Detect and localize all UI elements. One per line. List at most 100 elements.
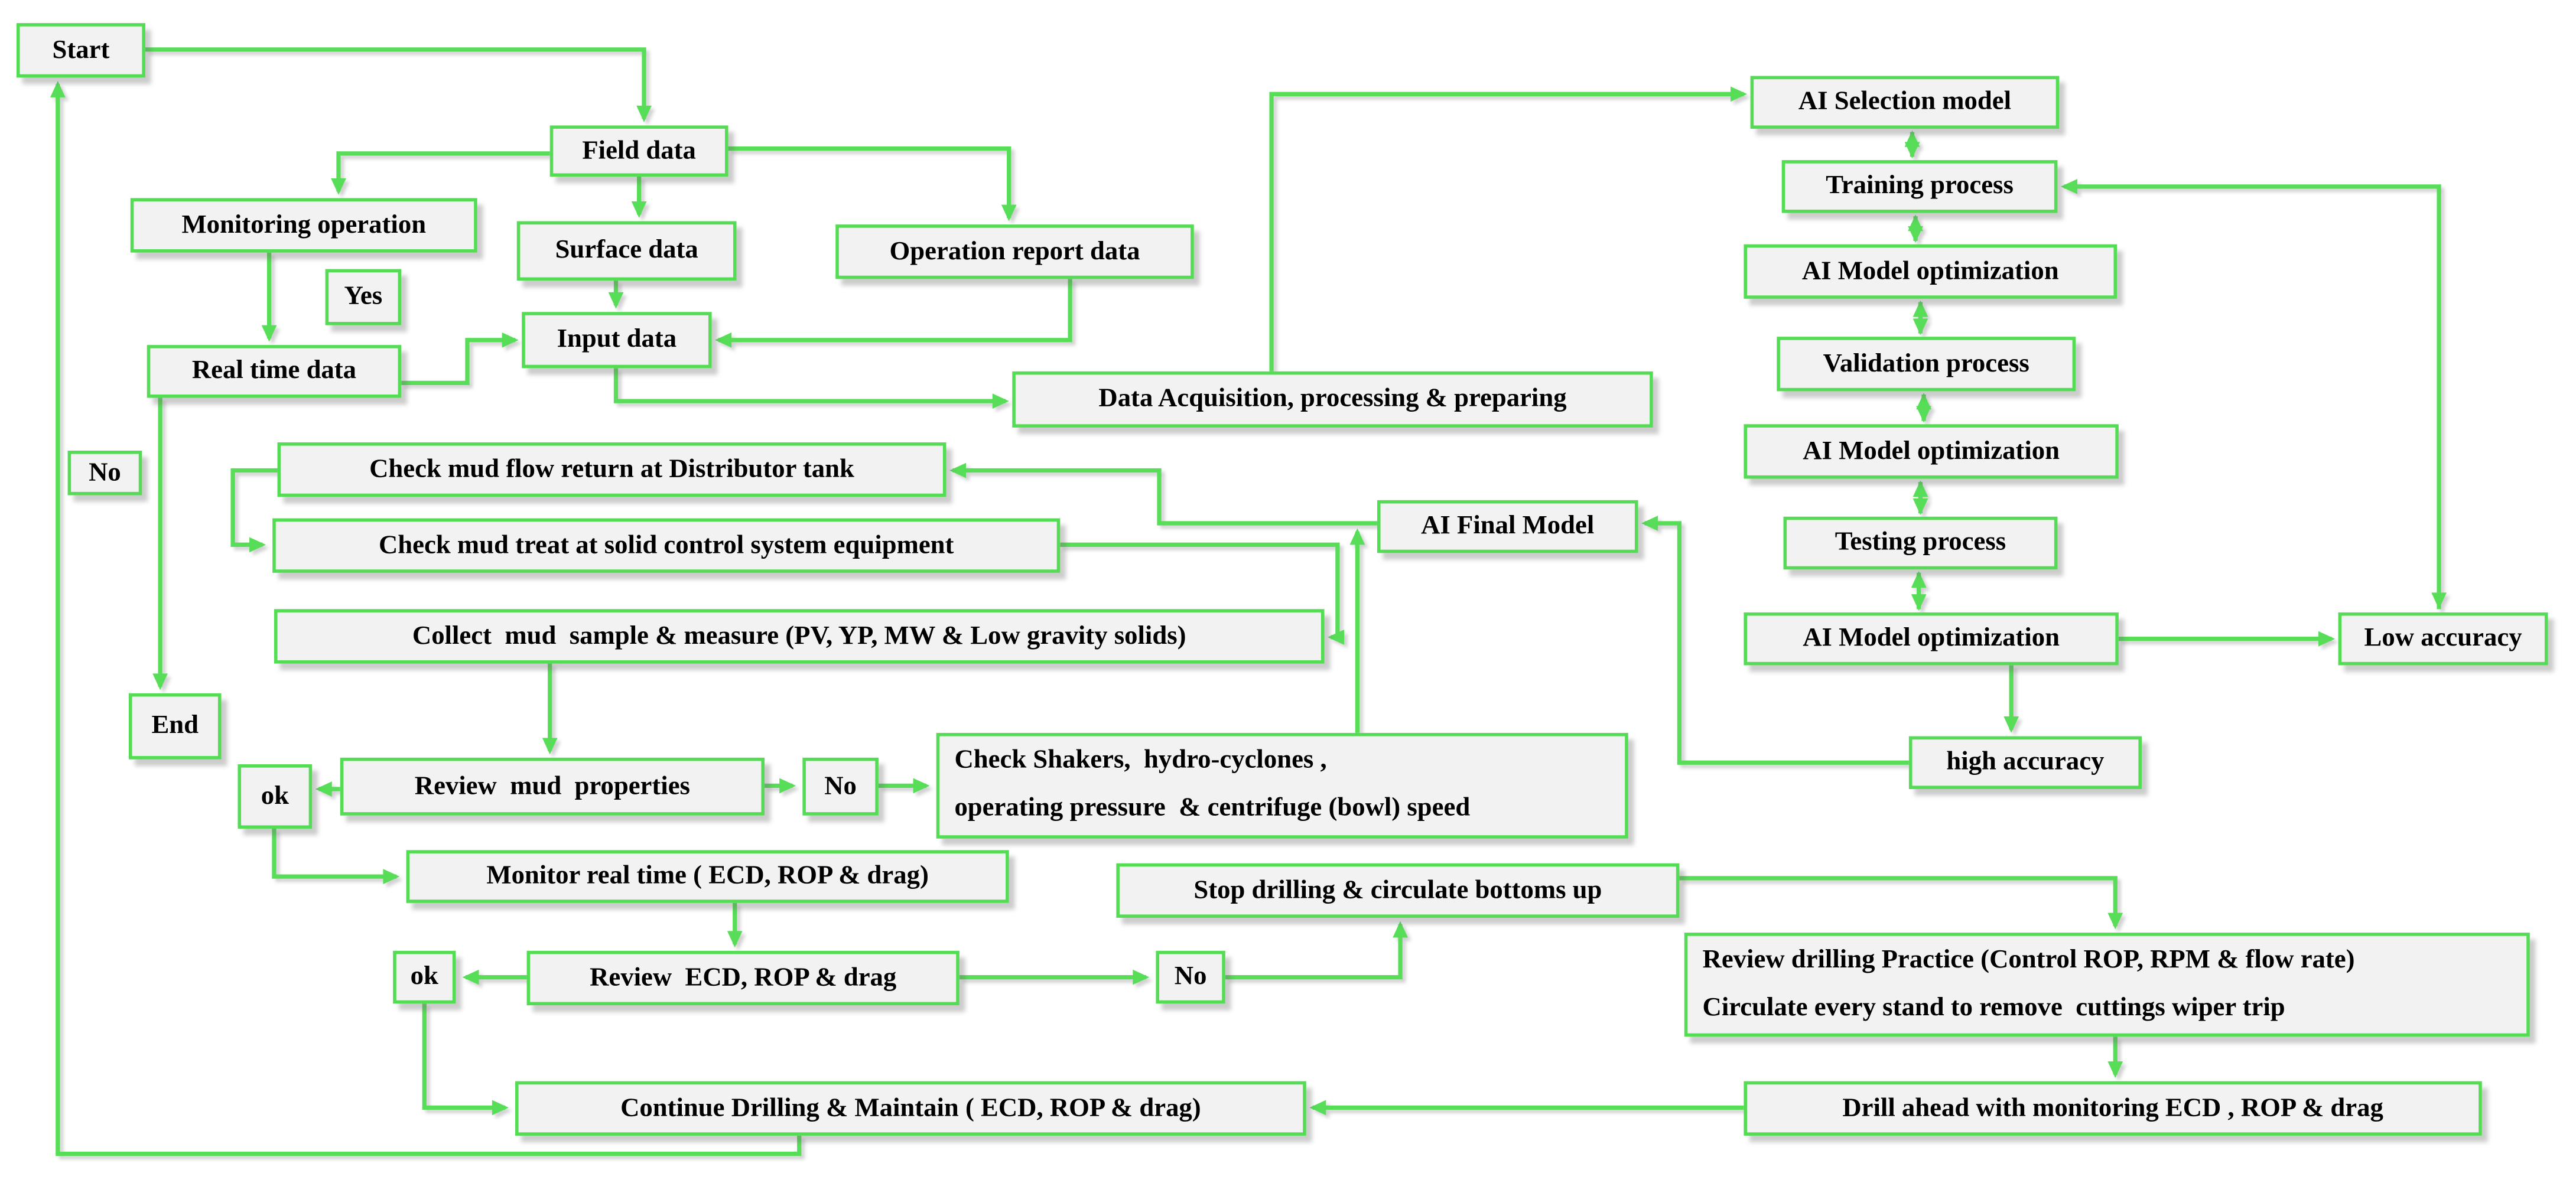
edge-field-data-to-monitoring	[336, 151, 550, 192]
arrowhead-icon	[608, 292, 624, 309]
node-yes: Yes	[325, 269, 402, 325]
node-ok-mud: ok	[238, 764, 313, 829]
node-label-no-mud: No	[824, 771, 857, 800]
arrowhead-icon	[1133, 969, 1150, 985]
node-label-no-ecd: No	[1174, 962, 1207, 990]
node-ai-selection-model: AI Selection model	[1750, 76, 2060, 129]
node-label-input-data: Input data	[557, 325, 677, 354]
arrowhead-icon	[1328, 629, 1345, 645]
node-ai-model-optimization-3: AI Model optimization	[1744, 612, 2119, 666]
arrowhead-icon	[913, 778, 930, 794]
edge-check-mud-flow-to-check-mud-treat	[230, 468, 278, 547]
node-label-training-process: Training process	[1826, 171, 2014, 200]
arrowhead-icon	[992, 393, 1009, 409]
edge-real-time-to-input	[401, 338, 516, 386]
node-training-process: Training process	[1781, 160, 2058, 213]
arrowhead-icon	[2003, 716, 2019, 733]
node-ai-model-optimization-1: AI Model optimization	[1744, 244, 2118, 299]
node-label-monitor-real-time: Monitor real time ( ECD, ROP & drag)	[486, 861, 929, 890]
node-check-mud-treat: Check mud treat at solid control system …	[272, 518, 1061, 573]
node-label-ai-model-optimization-2: AI Model optimization	[1803, 436, 2060, 465]
arrowhead-icon	[1731, 86, 1748, 102]
edge-low-accuracy-loop-to-training	[2064, 184, 2441, 610]
arrowhead-icon	[2061, 178, 2077, 194]
node-monitoring-operation: Monitoring operation	[130, 198, 477, 253]
arrowhead-icon	[2318, 631, 2335, 647]
node-label-stop-drilling: Stop drilling & circulate bottoms up	[1193, 875, 1602, 904]
node-review-mud-properties: Review mud properties	[340, 757, 765, 816]
arrowhead-icon	[1904, 142, 1920, 159]
node-testing-process: Testing process	[1783, 516, 2058, 570]
node-label-no-monitoring: No	[89, 458, 121, 487]
arrowhead-icon	[261, 325, 277, 342]
node-no-ecd: No	[1156, 950, 1225, 1004]
arrowhead-icon	[1001, 204, 1017, 221]
arrowhead-icon	[249, 537, 266, 553]
node-label-operation-report-data: Operation report data	[889, 237, 1140, 265]
node-validation-process: Validation process	[1777, 337, 2076, 392]
node-input-data: Input data	[522, 312, 712, 369]
node-surface-data: Surface data	[516, 221, 737, 281]
edge-field-data-to-operation-report	[728, 146, 1011, 218]
node-end: End	[129, 693, 222, 760]
arrowhead-icon	[1908, 226, 1923, 243]
node-label-continue-drilling: Continue Drilling & Maintain ( ECD, ROP …	[620, 1093, 1201, 1122]
arrowhead-icon	[636, 105, 652, 122]
node-start: Start	[16, 23, 145, 78]
node-label-field-data: Field data	[582, 136, 696, 165]
arrowhead-icon	[949, 462, 967, 478]
arrowhead-icon	[779, 778, 796, 794]
arrowhead-icon	[1913, 480, 1928, 497]
arrowhead-icon	[492, 1100, 509, 1116]
node-label-low-accuracy: Low accuracy	[2364, 624, 2522, 652]
node-drill-ahead: Drill ahead with monitoring ECD , ROP & …	[1744, 1081, 2482, 1136]
arrowhead-icon	[502, 332, 519, 348]
arrowhead-icon	[315, 781, 332, 797]
edge-ok-to-continue	[422, 1003, 506, 1110]
arrowhead-icon	[50, 80, 66, 97]
edge-stop-drilling-to-review-practice	[1679, 876, 2118, 926]
node-label-validation-process: Validation process	[1823, 349, 2029, 377]
node-review-ecd: Review ECD, ROP & drag	[526, 950, 960, 1006]
node-label-check-mud-flow: Check mud flow return at Distributor tan…	[369, 454, 854, 483]
node-data-acquisition: Data Acquisition, processing & preparing	[1012, 371, 1653, 428]
node-label-real-time-data: Real time data	[191, 356, 357, 385]
node-label-collect-mud-sample: Collect mud sample & measure (PV, YP, MW…	[412, 621, 1186, 650]
node-label-end: End	[151, 711, 199, 740]
node-label-ai-model-optimization-1: AI Model optimization	[1801, 256, 2059, 285]
node-label-ok-ecd: ok	[410, 962, 438, 990]
arrowhead-icon	[715, 332, 732, 348]
arrowhead-icon	[2431, 592, 2447, 610]
node-review-drilling-practice: Review drilling Practice (Control ROP, R…	[1684, 933, 2530, 1037]
node-label-ai-model-optimization-3: AI Model optimization	[1803, 624, 2060, 652]
edge-high-accuracy-to-ai-final	[1644, 521, 1909, 765]
arrowhead-icon	[727, 931, 743, 948]
node-label-ok-mud: ok	[261, 781, 289, 810]
arrowhead-icon	[331, 178, 346, 195]
arrowhead-icon	[1641, 516, 1658, 531]
arrowhead-icon	[1349, 528, 1365, 545]
node-label-surface-data: Surface data	[555, 236, 698, 265]
node-label-check-shakers: Check Shakers, hydro-cyclones , operatin…	[954, 746, 1471, 822]
arrowhead-icon	[1913, 318, 1928, 335]
arrowhead-icon	[1913, 498, 1928, 516]
node-high-accuracy: high accuracy	[1908, 736, 2142, 789]
node-low-accuracy: Low accuracy	[2338, 612, 2548, 666]
arrowhead-icon	[462, 969, 479, 985]
arrowhead-icon	[383, 869, 400, 884]
node-collect-mud-sample: Collect mud sample & measure (PV, YP, MW…	[274, 609, 1325, 664]
arrowhead-icon	[1911, 594, 1927, 611]
edge-no-to-stop-drilling	[1225, 924, 1403, 980]
node-real-time-data: Real time data	[147, 345, 402, 398]
node-field-data: Field data	[549, 125, 728, 177]
node-label-drill-ahead: Drill ahead with monitoring ECD , ROP & …	[1842, 1093, 2383, 1122]
node-label-review-drilling-practice: Review drilling Practice (Control ROP, R…	[1702, 945, 2355, 1021]
edge-data-acquisition-to-ai-selection	[1269, 92, 1744, 371]
node-check-shakers: Check Shakers, hydro-cyclones , operatin…	[936, 732, 1628, 839]
node-continue-drilling: Continue Drilling & Maintain ( ECD, ROP …	[515, 1081, 1306, 1136]
node-label-testing-process: Testing process	[1835, 528, 2006, 556]
arrowhead-icon	[152, 673, 168, 690]
node-check-mud-flow: Check mud flow return at Distributor tan…	[277, 442, 947, 497]
